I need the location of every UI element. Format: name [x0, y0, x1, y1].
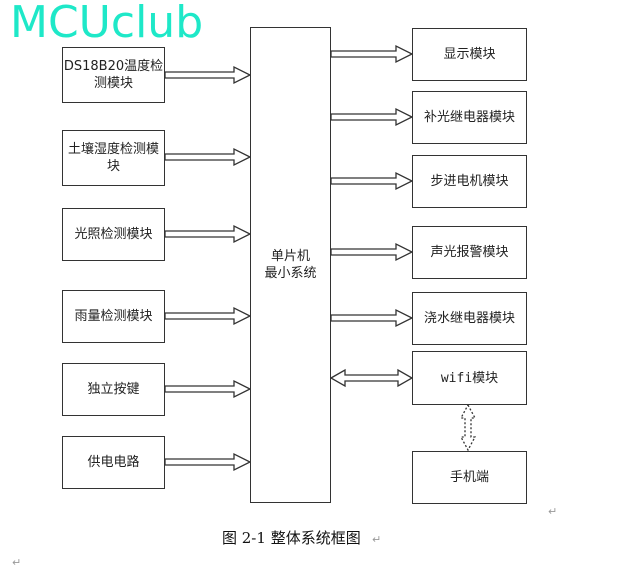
label: 手机端	[449, 470, 489, 485]
paragraph-mark: ↵	[372, 533, 382, 546]
phone-box: 手机端	[412, 451, 527, 504]
dotted-double-arrow-icon	[459, 403, 477, 452]
label: 光照检测模块	[74, 227, 153, 242]
input-box-temperature: DS18B20温度检测模块	[62, 47, 165, 103]
arrow-right-icon	[330, 44, 414, 64]
arrow-right-icon	[330, 242, 414, 262]
output-box-fill-light-relay: 补光继电器模块	[412, 91, 527, 144]
paragraph-mark: ↵	[548, 505, 558, 518]
label: 供电电路	[87, 455, 140, 470]
output-box-stepper: 步进电机模块	[412, 155, 527, 208]
paragraph-mark: ↵	[12, 556, 22, 569]
arrow-right-icon	[164, 224, 252, 244]
label: 单片机 最小系统	[264, 249, 317, 281]
arrow-right-icon	[164, 306, 252, 326]
output-box-wifi: wifi模块	[412, 351, 527, 405]
label: 独立按键	[87, 382, 140, 397]
label: DS18B20温度检测模块	[63, 59, 164, 91]
arrow-right-icon	[164, 379, 252, 399]
output-box-watering-relay: 浇水继电器模块	[412, 292, 527, 345]
arrow-right-icon	[164, 147, 252, 167]
label: 浇水继电器模块	[423, 311, 515, 326]
arrow-right-icon	[330, 171, 414, 191]
input-box-soil: 土壤湿度检测模块	[62, 130, 165, 186]
label: 声光报警模块	[430, 245, 509, 260]
arrow-right-icon	[164, 65, 252, 85]
label: 步进电机模块	[430, 174, 509, 189]
label: wifi模块	[440, 370, 499, 386]
label: 显示模块	[443, 47, 496, 62]
double-arrow-icon	[329, 368, 414, 388]
label: 补光继电器模块	[423, 110, 515, 125]
mcu-box: 单片机 最小系统	[250, 27, 331, 503]
output-box-alarm: 声光报警模块	[412, 226, 527, 279]
arrow-right-icon	[330, 308, 414, 328]
arrow-right-icon	[164, 452, 252, 472]
label: 雨量检测模块	[74, 309, 153, 324]
input-box-rain: 雨量检测模块	[62, 290, 165, 343]
output-box-display: 显示模块	[412, 28, 527, 81]
input-box-power: 供电电路	[62, 436, 165, 489]
input-box-light: 光照检测模块	[62, 208, 165, 261]
figure-caption: 图 2-1 整体系统框图	[222, 529, 361, 547]
label: 土壤湿度检测模块	[67, 142, 159, 174]
arrow-right-icon	[330, 107, 414, 127]
input-box-keys: 独立按键	[62, 363, 165, 416]
